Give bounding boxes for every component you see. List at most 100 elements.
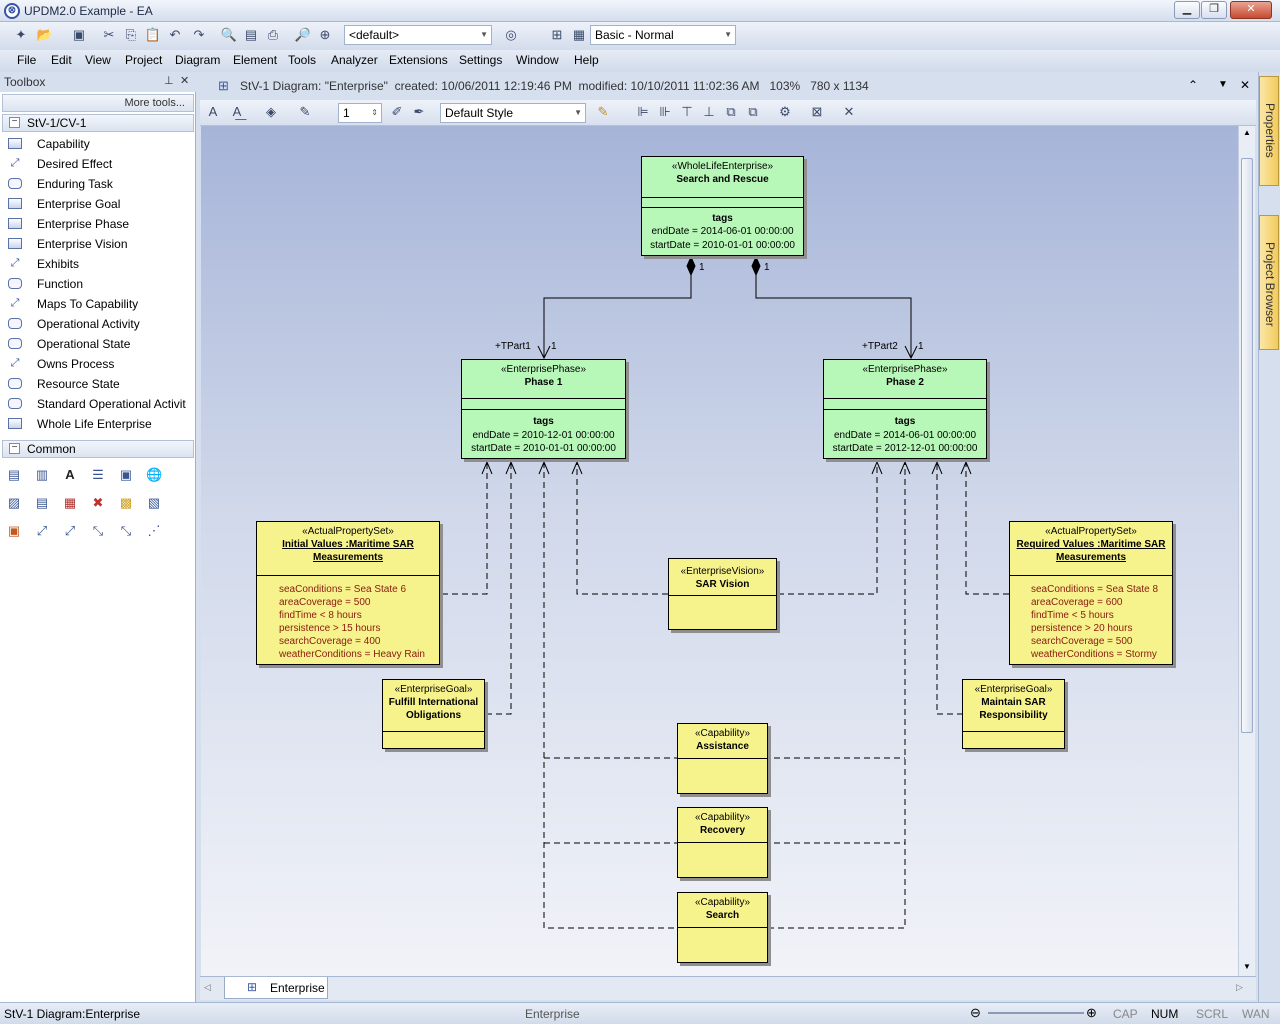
zoom-icon[interactable]: ⊕	[319, 27, 331, 42]
dropdown-icon[interactable]: ▼	[1218, 79, 1228, 90]
hyperlink-icon[interactable]: 🌐	[146, 467, 163, 482]
menu-project[interactable]: Project	[125, 53, 163, 67]
initial-values-node[interactable]: «ActualPropertySet» Initial Values :Mari…	[256, 521, 440, 665]
note-link-icon[interactable]: ⋰	[147, 523, 161, 538]
toolbox-group-common[interactable]: −Common	[2, 440, 194, 458]
format-painter-icon[interactable]: ✐	[391, 104, 403, 119]
toolbox-item[interactable]: Enterprise Vision	[6, 235, 192, 255]
tab-project-browser[interactable]: Project Browser	[1259, 215, 1279, 350]
information-flow-icon[interactable]: ⤡	[120, 523, 132, 538]
font-icon[interactable]: A	[208, 104, 218, 119]
menu-window[interactable]: Window	[516, 53, 559, 67]
toolbox-item[interactable]: Function	[6, 275, 192, 295]
workspace-combo[interactable]: <default>▼	[344, 25, 492, 45]
close-window-button[interactable]: ✕	[1230, 1, 1272, 19]
boundary-icon[interactable]: ▧	[147, 495, 161, 510]
find-icon[interactable]: 🔍	[220, 27, 238, 42]
print-icon[interactable]: ⎙	[267, 27, 279, 42]
artifact-icon[interactable]: ▨	[7, 495, 21, 510]
toolbox-item[interactable]: Operational Activity	[6, 315, 192, 335]
dependency-capabilities-phases[interactable]	[543, 462, 906, 929]
font-color-icon[interactable]: A͟	[232, 104, 242, 119]
composition-connector-phase1[interactable]	[543, 272, 692, 358]
capability-search-node[interactable]: «Capability» Search	[677, 892, 768, 963]
align-bottom-icon[interactable]: ⊥	[703, 104, 715, 119]
issue-icon[interactable]: ✖	[92, 495, 104, 510]
menu-extensions[interactable]: Extensions	[389, 53, 448, 67]
undo-icon[interactable]: ↶	[169, 27, 181, 42]
scroll-thumb[interactable]	[1241, 158, 1253, 733]
close-toolbox-icon[interactable]: ✕	[180, 75, 190, 87]
toolbox-item[interactable]: Operational State	[6, 335, 192, 355]
menu-analyzer[interactable]: Analyzer	[331, 53, 378, 67]
line-width-stepper[interactable]: 1⇕	[338, 103, 382, 123]
menu-file[interactable]: File	[17, 53, 37, 67]
package-icon[interactable]: ▩	[119, 495, 133, 510]
toolbox-item[interactable]: Enduring Task	[6, 175, 192, 195]
fill-color-icon[interactable]: ◈	[266, 104, 276, 119]
toolbox-group-stv1[interactable]: −StV-1/CV-1	[2, 114, 194, 132]
style-combo[interactable]: Default Style▼	[440, 103, 586, 123]
trace-link-icon[interactable]: ⤢	[64, 523, 76, 538]
more-tools-link[interactable]: More tools...	[124, 97, 185, 109]
close-toolbar-icon[interactable]: ✕	[843, 104, 855, 119]
document-artifact-icon[interactable]: ▤	[35, 495, 49, 510]
menu-diagram[interactable]: Diagram	[175, 53, 221, 67]
legend-icon[interactable]: ▣	[7, 523, 21, 538]
redo-icon[interactable]: ↷	[193, 27, 205, 42]
dependency-goal1-phase1[interactable]	[486, 462, 512, 715]
line-color-icon[interactable]: ✎	[299, 104, 311, 119]
menu-element[interactable]: Element	[233, 53, 278, 67]
search-model-icon[interactable]: 🔎	[294, 27, 312, 42]
toolbox-item[interactable]: Enterprise Goal	[6, 195, 192, 215]
more-tools-bar[interactable]: More tools...	[2, 94, 194, 112]
menu-help[interactable]: Help	[574, 53, 599, 67]
align-left-icon[interactable]: ⊫	[637, 104, 649, 119]
zoom-slider[interactable]	[988, 1012, 1084, 1014]
phase2-node[interactable]: «EnterprisePhase» Phase 2 tags endDate =…	[823, 359, 987, 459]
diagram-canvas[interactable]: 1 1 +TPart1 1 +TPart2 1 «WholeLifeEnterp…	[201, 126, 1238, 976]
collapse-up-icon[interactable]: ⌃	[1188, 78, 1199, 92]
toolbox-item[interactable]: Standard Operational Activit	[6, 395, 192, 415]
constraint-icon[interactable]: ▥	[35, 467, 49, 482]
same-width-icon[interactable]: ⧉	[748, 104, 758, 119]
zoom-in-icon[interactable]: ⊕	[1086, 1005, 1097, 1020]
toolbox-item[interactable]: Whole Life Enterprise	[6, 415, 192, 435]
realize-link-icon[interactable]: ⤡	[92, 523, 104, 538]
scroll-up-icon[interactable]: ▲	[1243, 128, 1251, 137]
minimize-button[interactable]: ▁	[1174, 1, 1200, 19]
toolbox-item[interactable]: Capability	[6, 135, 192, 155]
tab-properties[interactable]: Properties	[1259, 76, 1279, 186]
composition-connector-phase2[interactable]	[755, 272, 912, 358]
help-icon[interactable]: ◎	[505, 27, 517, 42]
toolbox-item[interactable]: ⤢Maps To Capability	[6, 295, 192, 315]
scroll-right-icon[interactable]: ▷	[1236, 982, 1243, 992]
same-size-icon[interactable]: ⧉	[726, 104, 736, 119]
note-icon[interactable]: ▤	[7, 467, 21, 482]
save-icon[interactable]: ▣	[72, 27, 86, 42]
maximize-button[interactable]: ❐	[1201, 1, 1227, 19]
zoom-out-icon[interactable]: ⊖	[970, 1005, 981, 1020]
dependency-link-icon[interactable]: ⤢	[36, 523, 48, 538]
menu-edit[interactable]: Edit	[51, 53, 72, 67]
toolbox-item[interactable]: ⤢Owns Process	[6, 355, 192, 375]
new-icon[interactable]: ✦	[15, 27, 27, 42]
document-icon[interactable]: ▤	[244, 27, 258, 42]
diagram-frame-icon[interactable]: ▣	[119, 467, 133, 482]
text-icon[interactable]: A	[65, 467, 75, 482]
align-right-icon[interactable]: ⊪	[659, 104, 671, 119]
toolbox-item[interactable]: ⤢Desired Effect	[6, 155, 192, 175]
brush-icon[interactable]: ✒	[413, 104, 425, 119]
scroll-down-icon[interactable]: ▼	[1243, 962, 1251, 971]
scroll-left-icon[interactable]: ◁	[204, 982, 211, 992]
layout-diagram-icon[interactable]: ⚙	[779, 104, 791, 119]
paste-icon[interactable]: 📋	[144, 27, 162, 42]
phase1-node[interactable]: «EnterprisePhase» Phase 1 tags endDate =…	[461, 359, 626, 459]
align-top-icon[interactable]: ⊤	[681, 104, 693, 119]
capability-assistance-node[interactable]: «Capability» Assistance	[677, 723, 768, 794]
menu-tools[interactable]: Tools	[288, 53, 317, 67]
menu-view[interactable]: View	[85, 53, 111, 67]
whole-life-enterprise-node[interactable]: «WholeLifeEnterprise» Search and Rescue …	[641, 156, 804, 256]
goal-fulfill-node[interactable]: «EnterpriseGoal» Fulfill International O…	[382, 679, 485, 749]
pin-icon[interactable]: ⊥	[164, 75, 174, 87]
